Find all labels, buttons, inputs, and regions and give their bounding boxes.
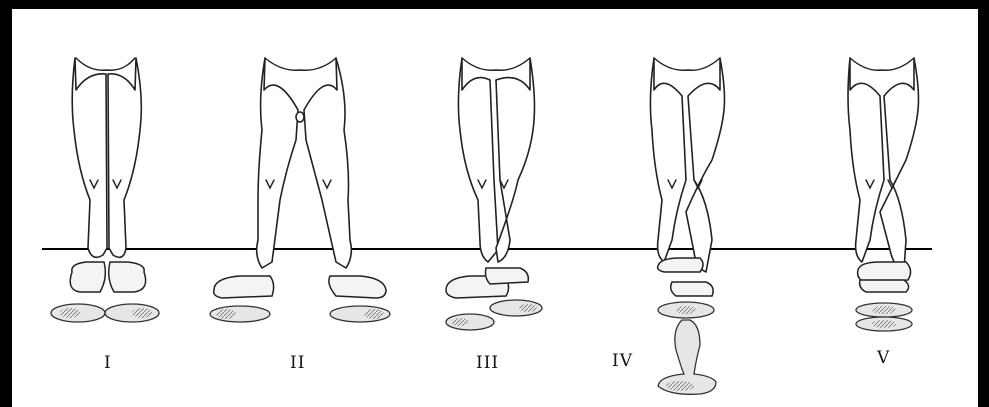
position-label-1: I [104, 353, 112, 373]
dancer-legs-position-5 [848, 58, 919, 331]
position-label-5: V [877, 348, 890, 368]
dancer-legs-position-3 [446, 58, 542, 330]
position-label-4: IV [612, 351, 633, 371]
dancer-legs-position-4 [650, 58, 724, 394]
dancer-legs-position-2 [210, 58, 390, 322]
dancer-legs-position-1 [51, 58, 159, 322]
position-label-2: II [290, 353, 305, 373]
position-label-3: III [476, 353, 499, 373]
